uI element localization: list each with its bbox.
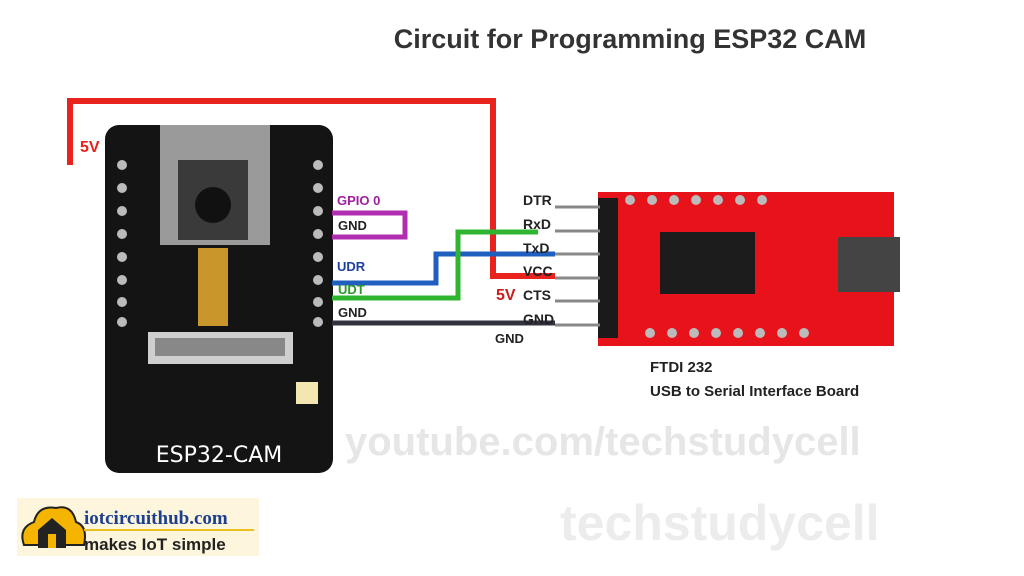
header-pins <box>555 205 600 327</box>
page-title: Circuit for Programming ESP32 CAM <box>394 24 867 54</box>
logo-brand: iotcircuithub.com <box>84 508 228 529</box>
ftdi-description: USB to Serial Interface Board <box>650 383 859 400</box>
ftdi-pin-rxd: RxD <box>523 216 551 232</box>
ftdi-board <box>598 192 900 346</box>
pin-label-gpio0: GPIO 0 <box>337 193 380 208</box>
wire-gpio0-gnd-jumper <box>332 210 408 240</box>
pin-label-gnd2: GND <box>338 305 367 320</box>
esp32-cam-board: ESP32-CAM <box>105 125 333 473</box>
pin-label-udr: UDR <box>337 259 366 274</box>
ftdi-pin-cts: CTS <box>523 287 551 303</box>
esp32-label: ESP32-CAM <box>156 443 282 468</box>
watermark-youtube: youtube.com/techstudycell <box>345 420 861 464</box>
gnd-label-ftdi: GND <box>495 331 524 346</box>
ftdi-pin-gnd: GND <box>523 311 554 327</box>
ftdi-pin-txd: TxD <box>523 240 549 256</box>
iotcircuithub-logo: iotcircuithub.com makes IoT simple <box>17 498 259 556</box>
logo-tagline: makes IoT simple <box>84 535 226 554</box>
pin-label-udt: UDT <box>338 282 365 297</box>
ftdi-name: FTDI 232 <box>650 359 713 376</box>
power-label-esp: 5V <box>80 139 100 156</box>
ftdi-pin-vcc: VCC <box>523 263 553 279</box>
wire-5v <box>67 98 555 279</box>
wire-udt-rxd <box>332 229 538 301</box>
watermark-techstudycell: techstudycell <box>560 495 880 551</box>
ftdi-pin-dtr: DTR <box>523 192 552 208</box>
power-label-ftdi: 5V <box>496 287 516 304</box>
wire-udr-txd <box>332 251 555 286</box>
pin-label-gnd1: GND <box>338 218 367 233</box>
